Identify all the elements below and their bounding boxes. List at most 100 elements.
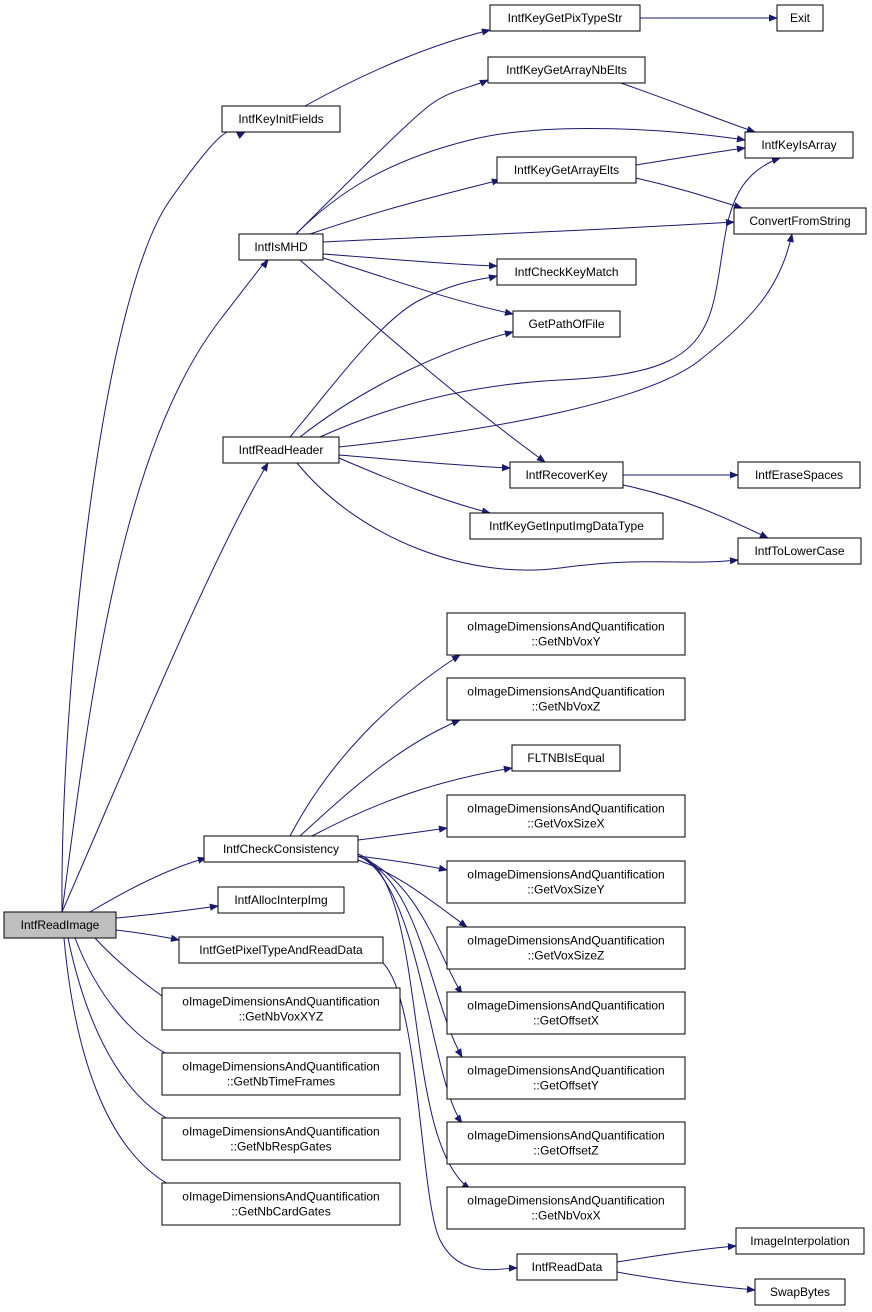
- node-nbvoxy[interactable]: oImageDimensionsAndQuantification::GetNb…: [446, 612, 686, 656]
- node-box: [3, 911, 117, 939]
- edge-root-initfields: [61, 130, 246, 913]
- node-box: [446, 1121, 686, 1165]
- node-label: ::GetNbVoxXYZ: [239, 1010, 324, 1024]
- node-imginterp[interactable]: ImageInterpolation: [735, 1227, 865, 1255]
- node-exit[interactable]: Exit: [776, 4, 824, 32]
- node-nbresp[interactable]: oImageDimensionsAndQuantification::GetNb…: [161, 1117, 401, 1161]
- node-erasespaces[interactable]: IntfEraseSpaces: [737, 461, 861, 489]
- node-box: [737, 461, 861, 489]
- edge-root-nbresp: [67, 937, 181, 1126]
- node-voxsizey[interactable]: oImageDimensionsAndQuantification::GetVo…: [446, 860, 686, 904]
- node-label: IntfKeyGetPixTypeStr: [508, 11, 623, 25]
- node-label: oImageDimensionsAndQuantification: [182, 1125, 379, 1139]
- node-label: ::GetOffsetX: [533, 1014, 599, 1028]
- edge-root-allocinterp: [115, 903, 219, 919]
- node-getpixread[interactable]: IntfGetPixelTypeAndReadData: [178, 936, 384, 964]
- node-label: IntfEraseSpaces: [755, 468, 843, 482]
- node-label: ::GetVoxSizeX: [527, 817, 604, 831]
- node-label: oImageDimensionsAndQuantification: [182, 995, 379, 1009]
- node-label: IntfCheckKeyMatch: [514, 265, 618, 279]
- node-checkcons[interactable]: IntfCheckConsistency: [203, 835, 359, 863]
- node-label: Exit: [790, 11, 811, 25]
- nodes-layer: IntfReadImageIntfKeyInitFieldsIntfKeyGet…: [3, 4, 867, 1306]
- edge-checkcons-nbvoxy: [289, 654, 461, 837]
- edge-ismhd-getpath: [322, 257, 514, 316]
- node-label: ::GetOffsetY: [533, 1079, 599, 1093]
- node-fltnb[interactable]: FLTNBIsEqual: [511, 744, 621, 772]
- node-label: IntfReadImage: [21, 918, 100, 932]
- node-box: [496, 258, 637, 286]
- node-swapbytes[interactable]: SwapBytes: [754, 1278, 846, 1306]
- edge-ismhd-arrayelts: [309, 178, 501, 235]
- node-label: ::GetNbTimeFrames: [227, 1075, 335, 1089]
- node-isarray[interactable]: IntfKeyIsArray: [744, 131, 854, 159]
- edge-arraynbelts-isarray: [617, 81, 756, 133]
- edge-readdata-imginterp: [616, 1243, 737, 1263]
- node-offsety[interactable]: oImageDimensionsAndQuantification::GetOf…: [446, 1056, 686, 1100]
- node-box: [446, 612, 686, 656]
- node-voxsizex[interactable]: oImageDimensionsAndQuantification::GetVo…: [446, 794, 686, 838]
- edge-getpixread-readdata: [382, 962, 518, 1272]
- node-label: GetPathOfFile: [528, 317, 604, 331]
- node-inputimgtype[interactable]: IntfKeyGetInputImgDataType: [469, 512, 664, 540]
- node-box: [446, 926, 686, 970]
- node-label: ::GetNbCardGates: [231, 1205, 330, 1219]
- edge-ismhd-checkkey: [322, 253, 498, 270]
- node-label: IntfGetPixelTypeAndReadData: [199, 943, 363, 957]
- node-root[interactable]: IntfReadImage: [3, 911, 117, 939]
- node-nbtime[interactable]: oImageDimensionsAndQuantification::GetNb…: [161, 1052, 401, 1096]
- node-box: [516, 1253, 618, 1281]
- edge-readheader-isarray: [319, 157, 781, 438]
- node-ismhd[interactable]: IntfIsMHD: [238, 233, 324, 261]
- node-box: [489, 4, 641, 32]
- node-arrayelts[interactable]: IntfKeyGetArrayElts: [496, 156, 637, 184]
- node-box: [509, 461, 624, 489]
- node-label: ::GetNbVoxZ: [532, 700, 601, 714]
- node-box: [487, 56, 646, 84]
- edge-readheader-checkkey: [289, 274, 498, 438]
- node-box: [446, 991, 686, 1035]
- node-voxsizez[interactable]: oImageDimensionsAndQuantification::GetVo…: [446, 926, 686, 970]
- node-label: oImageDimensionsAndQuantification: [182, 1190, 379, 1204]
- node-getpath[interactable]: GetPathOfFile: [512, 310, 621, 338]
- node-nbvoxx[interactable]: oImageDimensionsAndQuantification::GetNb…: [446, 1186, 686, 1230]
- edge-readheader-recoverkey: [338, 454, 511, 472]
- node-nbcard[interactable]: oImageDimensionsAndQuantification::GetNb…: [161, 1182, 401, 1226]
- node-box: [203, 835, 359, 863]
- edge-root-checkcons: [89, 856, 207, 913]
- node-offsetz[interactable]: oImageDimensionsAndQuantification::GetOf…: [446, 1121, 686, 1165]
- node-label: oImageDimensionsAndQuantification: [467, 620, 664, 634]
- edge-checkcons-voxsizez: [357, 859, 468, 928]
- node-label: oImageDimensionsAndQuantification: [467, 934, 664, 948]
- node-label: IntfKeyIsArray: [761, 138, 836, 152]
- node-offsetx[interactable]: oImageDimensionsAndQuantification::GetOf…: [446, 991, 686, 1035]
- node-label: IntfKeyGetArrayNbElts: [506, 63, 627, 77]
- node-convert[interactable]: ConvertFromString: [733, 207, 867, 235]
- node-box: [512, 310, 621, 338]
- edge-readheader-tolower: [296, 462, 739, 571]
- edge-root-ismhd: [61, 243, 280, 913]
- node-checkkey[interactable]: IntfCheckKeyMatch: [496, 258, 637, 286]
- node-getpixtype[interactable]: IntfKeyGetPixTypeStr: [489, 4, 641, 32]
- edge-recoverkey-tolower: [622, 484, 769, 539]
- node-nbvoxxyz[interactable]: oImageDimensionsAndQuantification::GetNb…: [161, 987, 401, 1031]
- edge-root-readheader: [61, 462, 269, 913]
- node-label: ::GetNbVoxY: [531, 635, 600, 649]
- node-arraynbelts[interactable]: IntfKeyGetArrayNbElts: [487, 56, 646, 84]
- node-allocinterp[interactable]: IntfAllocInterpImg: [217, 886, 345, 914]
- node-box: [733, 207, 867, 235]
- edge-checkcons-voxsizey: [357, 855, 448, 872]
- edge-checkcons-voxsizex: [357, 825, 448, 841]
- node-initfields[interactable]: IntfKeyInitFields: [221, 105, 341, 133]
- edge-root-nbcard: [63, 937, 181, 1191]
- node-readheader[interactable]: IntfReadHeader: [222, 436, 340, 464]
- node-label: IntfRecoverKey: [525, 468, 607, 482]
- node-nbvoxz[interactable]: oImageDimensionsAndQuantification::GetNb…: [446, 677, 686, 721]
- node-recoverkey[interactable]: IntfRecoverKey: [509, 461, 624, 489]
- node-label: oImageDimensionsAndQuantification: [182, 1060, 379, 1074]
- node-readdata[interactable]: IntfReadData: [516, 1253, 618, 1281]
- node-box: [446, 1186, 686, 1230]
- node-tolower[interactable]: IntfToLowerCase: [737, 537, 862, 565]
